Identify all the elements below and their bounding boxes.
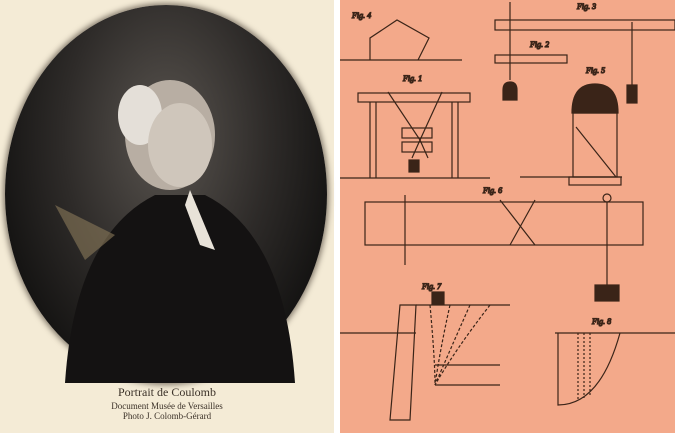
coulomb-diagrams: Fig. 4 Fig. 3 Fig. 2 Fig. 1 — [340, 1, 675, 421]
caption-photo: Photo J. Colomb-Gérard — [122, 411, 212, 421]
fig-5: Fig. 5 — [520, 65, 622, 186]
fig-label: Fig. 8 — [591, 317, 611, 326]
fig-label: Fig. 1 — [402, 74, 422, 83]
fig-8: Fig. 8 — [555, 316, 675, 406]
fig-7: Fig. 7 — [340, 281, 510, 421]
portrait-figure — [55, 80, 295, 383]
fig-6: Fig. 6 — [364, 185, 644, 302]
fig-label: Fig. 7 — [421, 282, 442, 291]
fig-4: Fig. 4 — [340, 10, 462, 61]
fig-label: Fig. 2 — [529, 40, 549, 49]
fig-label: Fig. 5 — [585, 66, 605, 75]
portrait-image — [5, 5, 327, 383]
fig-label: Fig. 6 — [482, 186, 502, 195]
caption-title: Portrait de Coulomb — [118, 385, 216, 399]
diagram-panel: Fig. 4 Fig. 3 Fig. 2 Fig. 1 — [340, 0, 675, 433]
caption-source: Document Musée de Versailles — [111, 401, 223, 411]
fig-3: Fig. 3 — [494, 1, 675, 104]
fig-label: Fig. 4 — [351, 11, 371, 20]
fig-1: Fig. 1 — [340, 73, 490, 179]
fig-2: Fig. 2 — [494, 39, 568, 101]
portrait-panel: Portrait de Coulomb Document Musée de Ve… — [0, 0, 334, 433]
fig-label: Fig. 3 — [576, 2, 596, 11]
